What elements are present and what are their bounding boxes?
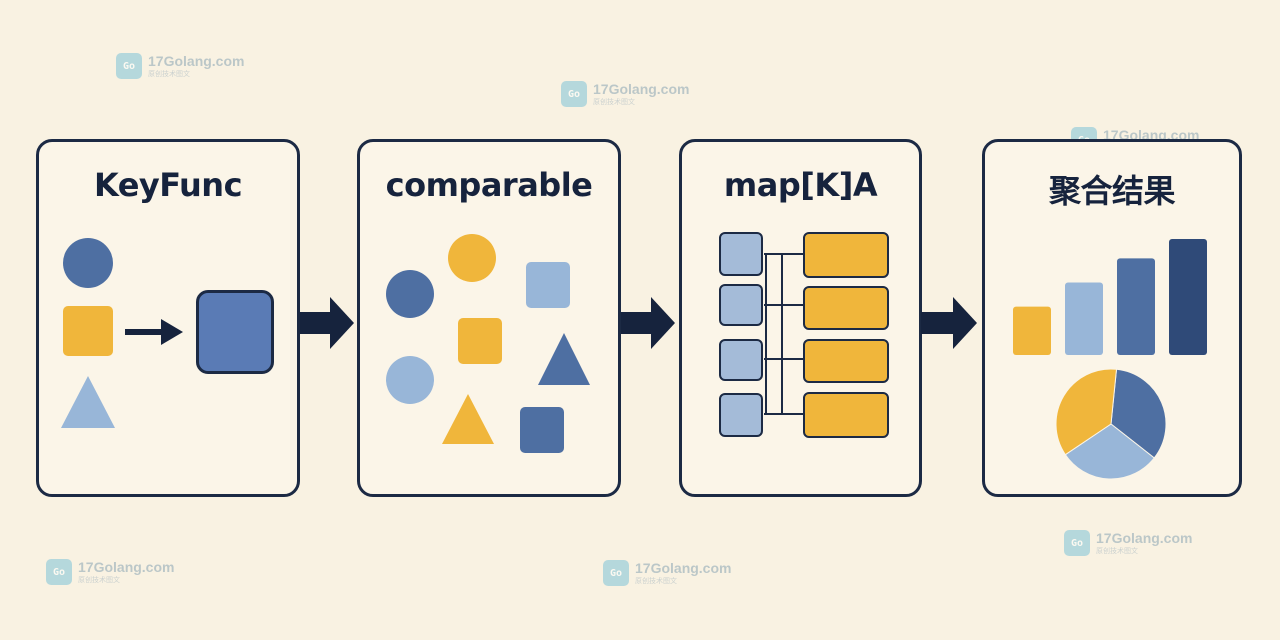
watermark-name: 17Golang.com [1103,127,1200,143]
watermark-sub: 原创技术图文 [593,98,635,106]
circle-shape [63,238,113,288]
circle-shape [386,270,434,318]
watermark-logo-icon: Go [1064,530,1090,556]
watermark-name: 17Golang.com [148,53,245,69]
right-arrow-icon [621,297,675,349]
panel-map: map[K]A [679,139,922,497]
map-value-box [803,232,889,278]
watermark-sub: 原创技术图文 [148,70,190,78]
square-shape [458,318,502,364]
circle-shape [448,234,496,282]
panel-aggregate-result: 聚合结果 [982,139,1242,497]
aggregate-chart [1013,239,1207,480]
map-value-box [803,339,889,383]
chart-bar [1117,258,1155,355]
map-value-box [803,286,889,330]
panel-title: 聚合结果 [1048,172,1176,210]
watermark-name: 17Golang.com [635,560,732,576]
map-key-box [719,339,763,381]
panel-title: KeyFunc [93,166,243,204]
pie-slice [1064,423,1155,480]
watermark-sub: 原创技术图文 [1096,547,1138,555]
chart-bar [1065,282,1103,355]
map-key-box [719,393,763,437]
watermark-logo-icon: Go [46,559,72,585]
map-key-box [719,284,763,326]
circle-shape [386,356,434,404]
panel-comparable: comparable [357,139,621,497]
triangle-shape [538,333,590,385]
pie-slice [1055,368,1118,456]
watermark-name: 17Golang.com [78,559,175,575]
map-value-box [803,392,889,438]
chart-bar [1013,306,1051,355]
watermark-logo-icon: Go [603,560,629,586]
right-arrow-icon [921,297,977,349]
watermark-sub: 原创技术图文 [635,577,677,585]
panel-keyfunc: KeyFunc [36,139,300,497]
pie-slice [1110,368,1167,459]
watermark-sub: 原创技术图文 [78,576,120,584]
square-shape [526,262,570,308]
key-result-square [196,290,274,374]
watermark-name: 17Golang.com [593,81,690,97]
panel-title: map[K]A [723,166,878,204]
map-key-box [719,232,763,276]
watermark-name: 17Golang.com [1096,530,1193,546]
watermark-logo-icon: Go [116,53,142,79]
square-shape [520,407,564,453]
right-arrow-icon [125,319,183,345]
map-structure-diagram [719,232,889,438]
triangle-shape [61,376,115,428]
chart-bar [1169,239,1207,355]
watermark-logo-icon: Go [561,81,587,107]
right-arrow-icon [300,297,354,349]
triangle-shape [442,394,494,444]
square-shape [63,306,113,356]
panel-title: comparable [385,166,593,204]
